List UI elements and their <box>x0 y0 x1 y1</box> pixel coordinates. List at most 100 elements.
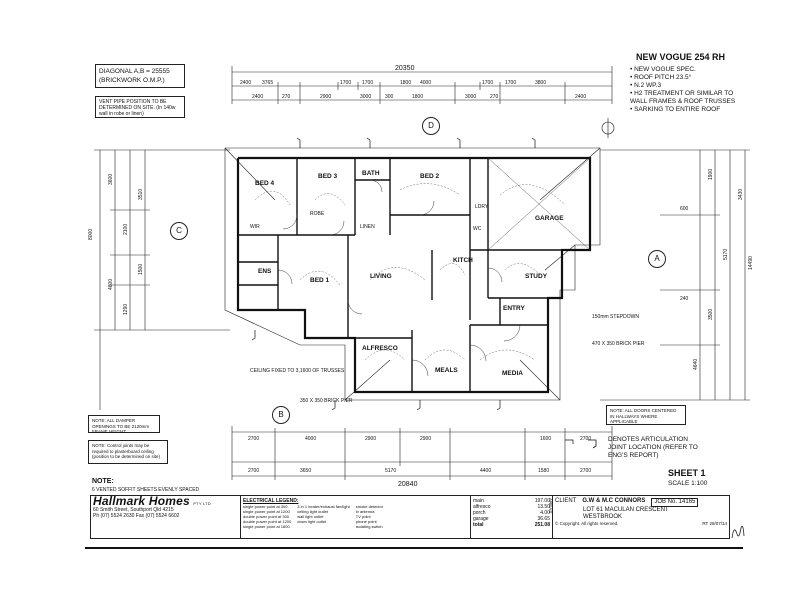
dim-label: 1500 <box>138 264 144 275</box>
dim-label: 240 <box>680 296 689 302</box>
section-marker-a: A <box>648 250 666 268</box>
dim-label: 2900 <box>365 436 376 442</box>
drawn-date: RT 28/07/14 <box>702 521 727 526</box>
spec-notes-title: NEW VOGUE 254 RH <box>636 52 726 62</box>
dim-label: 1700 <box>340 80 351 86</box>
room-meals: MEALS <box>435 367 458 374</box>
brickwork-note: (BRICKWORK O.M.P.) <box>99 77 165 84</box>
left-dims: 3600 2100 1500 4800 1290 3510 <box>108 174 144 315</box>
room-linen: LINEN <box>360 224 375 230</box>
client-row: CLIENT G.W & M.C CONNORS JOB No. 14165 <box>555 498 727 507</box>
room-study: STUDY <box>525 273 548 280</box>
dim-label: 2700 <box>248 468 259 474</box>
client-suburb: WESTBROOK <box>583 514 623 520</box>
top-dimension-lines <box>231 66 613 104</box>
room-garage: GARAGE <box>535 215 564 222</box>
title-block: Hallmark Homes PTY LTD 60 Smith Street, … <box>90 495 730 539</box>
brick-pier-b-note: 350 X 350 BRICK PIER <box>300 398 353 404</box>
ceiling-fixed-note: CEILING FIXED TO 3,1600 OF TRUSSES <box>250 368 345 374</box>
dim-label: 5170 <box>385 468 396 474</box>
room-ldry: LDRY <box>475 204 489 210</box>
dim-label: 600 <box>680 206 689 212</box>
dim-label: 300 <box>385 94 394 100</box>
section-marker-c: C <box>170 222 188 240</box>
client-cell: CLIENT G.W & M.C CONNORS JOB No. 14165 L… <box>553 496 729 538</box>
footer-row: © Copyright. All rights reserved. RT 28/… <box>555 521 727 527</box>
dim-label: 3000 <box>360 94 371 100</box>
bottom-dimension-lines <box>231 426 613 480</box>
dim-label: 5170 <box>723 249 729 260</box>
damper-note-box: NOTE: ALL DAMPER OPENINGS TO BE 2120mm F… <box>88 415 160 434</box>
legend-item: tv antenna <box>355 509 375 514</box>
top-overall-dim: 20350 <box>395 65 415 72</box>
dim-label: 2700 <box>248 436 259 442</box>
room-alfresco: ALFRESCO <box>362 345 398 352</box>
brick-pier-a-note: 470 X 350 BRICK PIER <box>592 341 645 347</box>
dim-label: 4640 <box>693 359 699 370</box>
legend-item: smoke detector <box>355 504 384 509</box>
copyright: © Copyright. All rights reserved. <box>555 521 619 526</box>
spec-note-item: • SARKING TO ENTIRE ROOF <box>630 106 721 113</box>
room-bed2: BED 2 <box>420 173 440 180</box>
dim-label: 3510 <box>138 189 144 200</box>
room-bed1: BED 1 <box>310 277 330 284</box>
door-swings <box>277 179 521 377</box>
left-overall-dim: 8000 <box>88 229 94 240</box>
right-dimension-lines <box>600 149 750 401</box>
dim-label: 2100 <box>123 224 129 235</box>
step-down-note: 150mm STEPDOWN <box>592 314 639 320</box>
dim-label: 4400 <box>480 468 491 474</box>
dim-label: 1700 <box>482 80 493 86</box>
room-wir: WIR <box>250 224 260 230</box>
dim-label: 1800 <box>412 94 423 100</box>
spec-notes-list: • NEW VOGUE SPEC. • ROOF PITCH 23.5° • N… <box>630 66 740 114</box>
legend-item: TV point <box>355 514 371 519</box>
left-dimension-lines <box>94 149 230 410</box>
diagonal-note: DIAGONAL A,B = 25555 <box>99 68 170 75</box>
dim-label: 270 <box>282 94 291 100</box>
diagonal-note-box: DIAGONAL A,B = 25555 (BRICKWORK O.M.P.) <box>95 64 185 88</box>
dim-label: 2400 <box>575 94 586 100</box>
dim-label: 1580 <box>538 468 549 474</box>
dim-label: 3800 <box>535 80 546 86</box>
garage-cross <box>487 157 591 251</box>
legend-item: single power point at 1800 <box>243 524 290 529</box>
bottom-rule <box>85 547 743 549</box>
room-living: LIVING <box>370 273 392 280</box>
dim-label: 2900 <box>420 436 431 442</box>
legend-title: ELECTRICAL LEGEND: <box>243 498 299 504</box>
right-dims: 1900 600 5170 240 3500 4640 3430 <box>680 169 744 370</box>
dim-label: 1800 <box>400 80 411 86</box>
right-overall-dim: 14490 <box>748 256 754 270</box>
dim-label: 2700 <box>580 468 591 474</box>
doors-note: NOTE: ALL DOORS CENTERED IN HALLWAYS WHE… <box>610 408 677 424</box>
dim-label: 4800 <box>108 279 114 290</box>
dim-label: 4000 <box>420 80 431 86</box>
job-number: JOB No. 14165 <box>651 498 699 507</box>
room-bed3: BED 3 <box>318 173 338 180</box>
client-lot: LOT 61 MACULAN CRESCENT <box>583 507 669 513</box>
dim-label: 4000 <box>305 436 316 442</box>
dim-label: 3650 <box>300 468 311 474</box>
section-marker-d: D <box>422 117 440 135</box>
company-address: 60 Smith Street, Southport Qld 4215 <box>93 507 174 513</box>
areas-label: AREAS <box>548 498 553 514</box>
dim-label: 2400 <box>252 94 263 100</box>
bottom-overall-dim: 20840 <box>398 481 418 488</box>
legend-item: single power point at 300 <box>243 504 288 509</box>
top-row2-dims: 2400 270 2900 3000 300 1800 3000 270 240… <box>252 94 586 100</box>
vent-note: VENT PIPE POSITION TO BE DETERMINED ON S… <box>99 99 176 117</box>
dim-label: 270 <box>490 94 499 100</box>
articulation-legend: DENOTES ARTICULATION JOINT LOCATION (REF… <box>608 436 698 459</box>
room-bath: BATH <box>362 170 380 177</box>
dim-label: 2900 <box>320 94 331 100</box>
legend-item: ceiling light outlet <box>297 509 328 514</box>
room-kitch: KITCH <box>453 257 473 264</box>
